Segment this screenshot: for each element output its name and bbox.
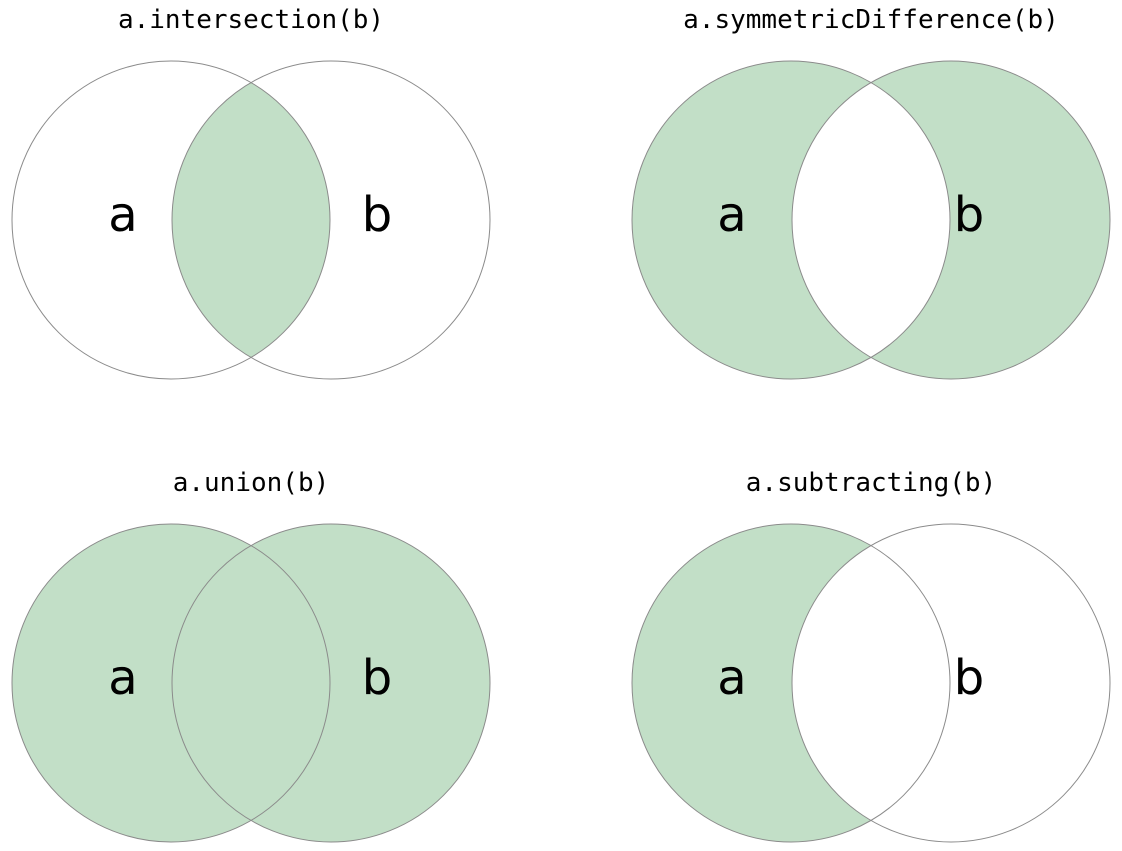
label-a: a [717, 187, 746, 243]
venn-title-symmetric-difference: a.symmetricDifference(b) [683, 5, 1059, 35]
venn-title-subtracting: a.subtracting(b) [745, 468, 997, 498]
label-b: b [362, 187, 392, 243]
circle-a-outline [11, 60, 331, 380]
region-intersection-blank [792, 61, 950, 379]
region-intersection-fill [172, 61, 330, 379]
circle-b-outline [791, 60, 1111, 380]
venn-title-union: a.union(b) [172, 468, 330, 498]
label-b: b [362, 650, 392, 706]
label-a: a [108, 187, 137, 243]
circle-a-outline [631, 523, 951, 843]
circle-b-outline [171, 60, 491, 380]
region-intersection-blank [792, 524, 950, 842]
venn-title-intersection: a.intersection(b) [117, 5, 385, 35]
label-a: a [108, 650, 137, 706]
region-intersection-fill [172, 524, 330, 842]
label-b: b [954, 187, 984, 243]
circle-b-outline [171, 523, 491, 843]
circle-a-outline [631, 60, 951, 380]
label-a: a [717, 650, 746, 706]
circle-a-outline [11, 523, 331, 843]
label-b: b [954, 650, 984, 706]
circle-b-outline [791, 523, 1111, 843]
